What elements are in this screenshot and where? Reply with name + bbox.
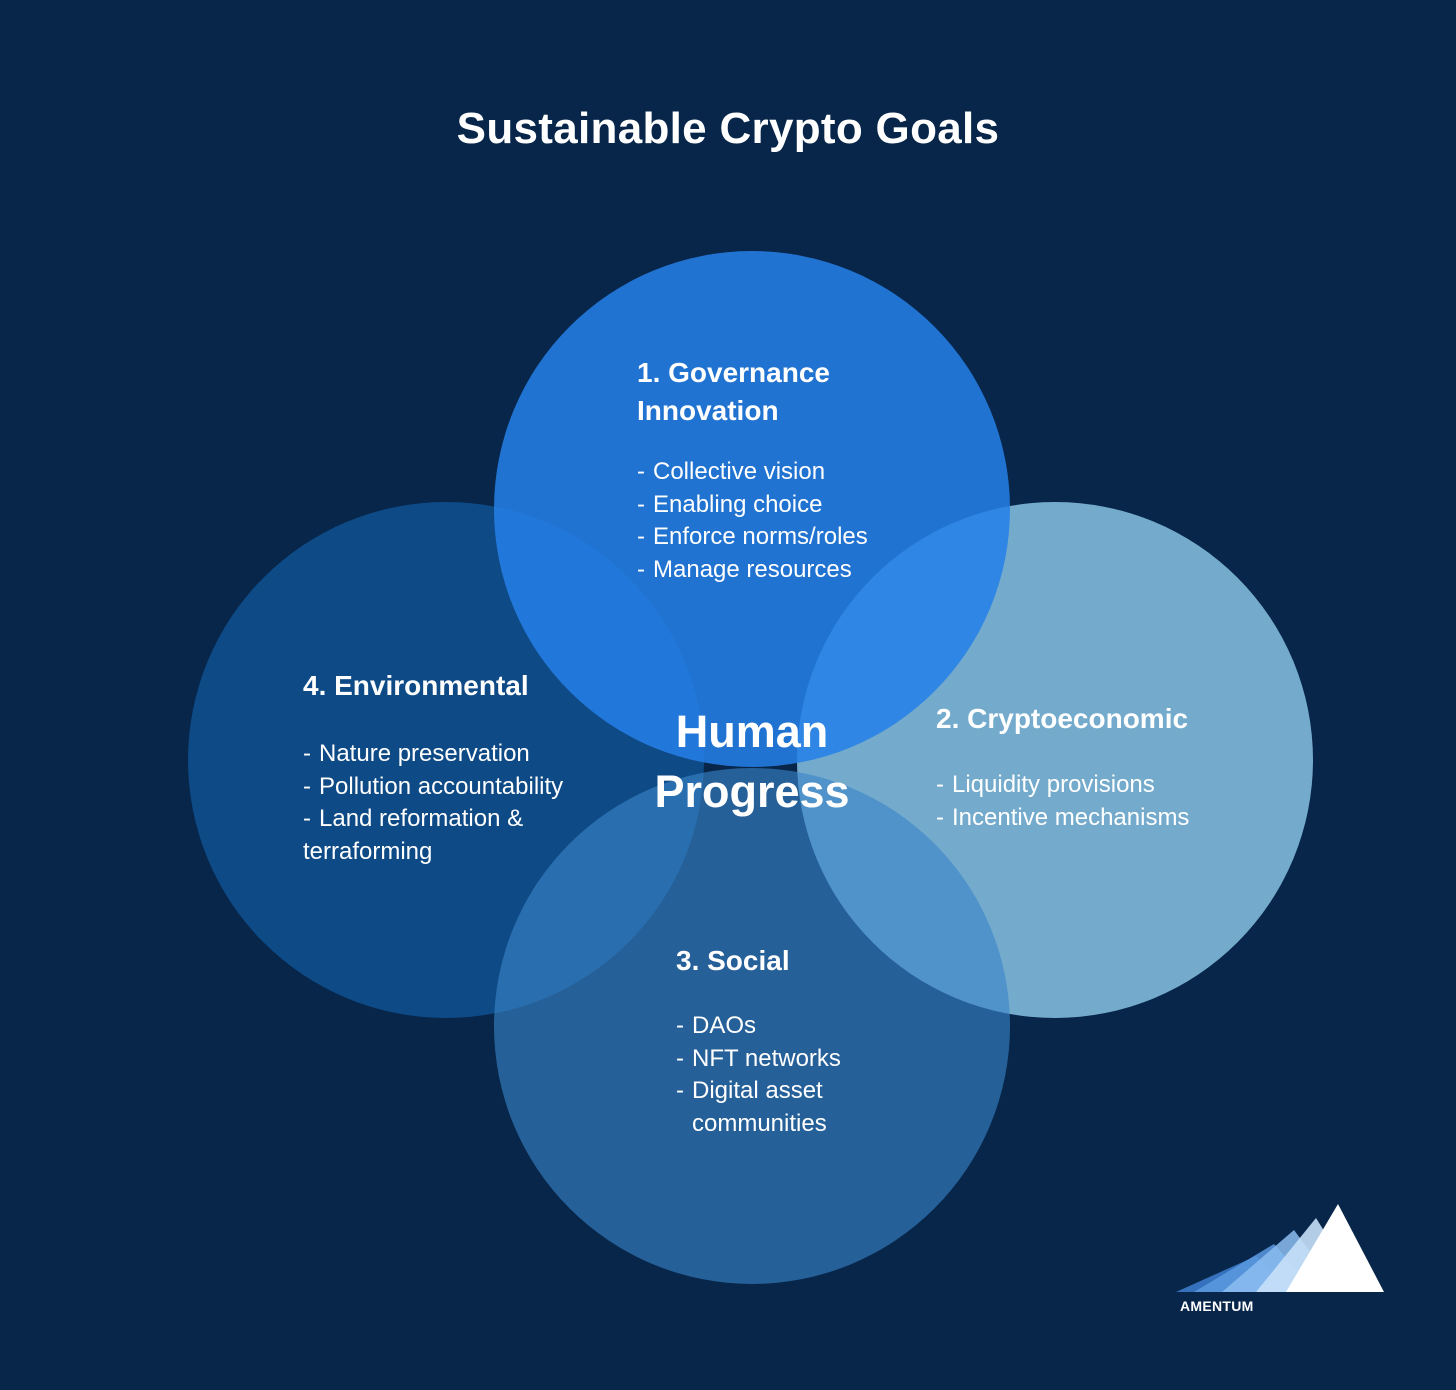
list-item: -Land reformation & xyxy=(303,805,524,833)
list-item: communities xyxy=(692,1110,827,1138)
cryptoeconomic-heading: 2. Cryptoeconomic xyxy=(936,703,1189,734)
governance-heading-line1: 1. Governance xyxy=(637,357,830,388)
circle-governance xyxy=(494,251,1010,767)
center-label-line1: Human xyxy=(675,706,829,757)
center-label-line2: Progress xyxy=(654,766,850,817)
cryptoeconomic-list: -Liquidity provisions -Incentive mechani… xyxy=(936,769,1256,834)
governance-node: 1. Governance Innovation -Collective vis… xyxy=(637,354,937,587)
list-item: -Manage resources xyxy=(637,556,852,584)
governance-heading-line2: Innovation xyxy=(637,395,779,426)
list-item: -Collective vision xyxy=(637,458,826,485)
environmental-list: -Nature preservation -Pollution accounta… xyxy=(303,738,623,869)
environmental-node: 4. Environmental -Nature preservation -P… xyxy=(303,667,623,869)
social-list: -DAOs -NFT networks -Digital asset commu… xyxy=(676,1010,936,1141)
governance-list: -Collective vision -Enabling choice -Enf… xyxy=(637,456,937,587)
mountain-logo-icon xyxy=(1176,1204,1384,1292)
list-item: -Pollution accountability xyxy=(303,772,564,800)
cryptoeconomic-node: 2. Cryptoeconomic -Liquidity provisions … xyxy=(936,700,1256,834)
environmental-heading: 4. Environmental xyxy=(303,670,529,701)
list-item: terraforming xyxy=(303,838,433,866)
center-label: Human Progress xyxy=(602,702,902,822)
social-heading: 3. Social xyxy=(676,945,790,976)
list-item: -DAOs xyxy=(676,1012,757,1039)
diagram-title: Sustainable Crypto Goals xyxy=(456,104,1000,153)
logo-text: AMENTUM xyxy=(1180,1298,1254,1314)
governance-heading: 1. Governance Innovation xyxy=(637,354,937,430)
list-item: -Nature preservation xyxy=(303,740,530,767)
social-node: 3. Social -DAOs -NFT networks -Digital a… xyxy=(676,942,936,1141)
list-item: -NFT networks xyxy=(676,1044,841,1072)
list-item: -Enabling choice xyxy=(637,490,823,518)
list-item: -Digital asset xyxy=(676,1077,823,1105)
list-item: -Enforce norms/roles xyxy=(637,523,868,551)
list-item: -Liquidity provisions xyxy=(936,771,1155,798)
list-item: -Incentive mechanisms xyxy=(936,803,1190,831)
circle-social xyxy=(494,768,1010,1284)
